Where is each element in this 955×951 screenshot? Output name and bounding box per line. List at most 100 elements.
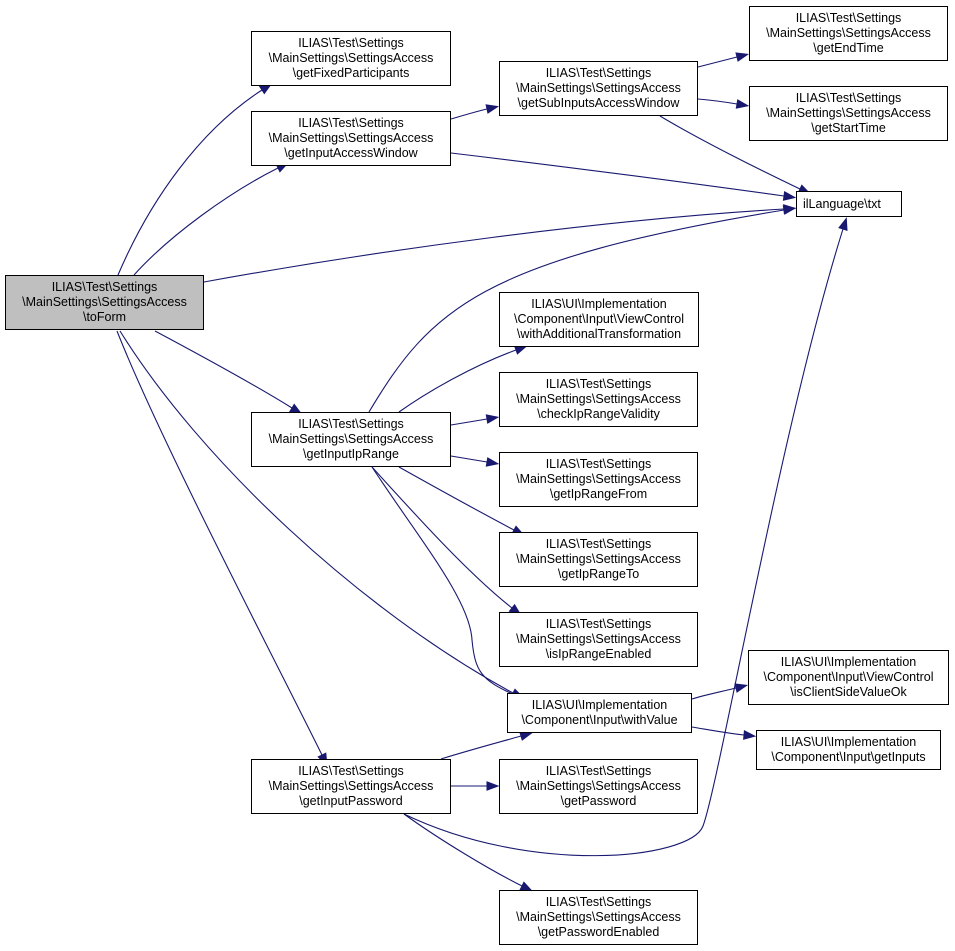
edge-toForm-to-ilLanguageTxt [203,204,797,283]
node-getPasswordEnabled[interactable]: ILIAS\Test\Settings \MainSettings\Settin… [499,890,698,945]
node-label-line: ILIAS\Test\Settings [795,11,902,25]
arrowhead-icon [782,205,797,215]
edge-line [450,152,785,197]
node-label-line: \getIpRangeTo [557,567,640,581]
edge-toForm-to-getInputPassword [116,330,328,767]
node-withValue[interactable]: ILIAS\UI\Implementation \Component\Input… [507,693,692,733]
node-label-line: \Component\Input\getInputs [771,750,926,764]
node-label-line: \MainSettings\SettingsAccess [22,295,187,309]
edge-getInputPassword-to-getPassword [451,781,500,791]
node-label-line: ILIAS\Test\Settings [545,764,652,778]
node-label-line: ILIAS\UI\Implementation [531,698,668,712]
arrowhead-icon [782,191,797,201]
node-label-line: \MainSettings\SettingsAccess [516,779,681,793]
node-label-line: \Component\Input\ViewControl [513,312,684,326]
node-getFixedParticipants[interactable]: ILIAS\Test\Settings \MainSettings\Settin… [251,31,451,86]
node-getInputIpRange[interactable]: ILIAS\Test\Settings \MainSettings\Settin… [251,412,451,467]
arrowhead-icon [735,52,750,62]
node-ilLanguageTxt[interactable]: ilLanguage\txt [796,191,902,217]
node-label-line: \MainSettings\SettingsAccess [516,472,681,486]
node-label-line: \MainSettings\SettingsAccess [268,779,434,793]
node-checkIpRangeValidity[interactable]: ILIAS\Test\Settings \MainSettings\Settin… [499,372,698,427]
node-label-line: \getStartTime [811,121,886,135]
edge-line [117,89,263,276]
node-label-line: ILIAS\Test\Settings [298,764,404,778]
arrowhead-icon [743,730,757,740]
node-label-line: \MainSettings\SettingsAccess [766,106,931,120]
node-withAdditionalTransformation[interactable]: ILIAS\UI\Implementation \Component\Input… [499,292,699,347]
node-label-line: \isIpRangeEnabled [545,647,652,661]
node-isIpRangeEnabled[interactable]: ILIAS\Test\Settings \MainSettings\Settin… [499,612,698,667]
node-label-line: ILIAS\UI\Implementation [780,655,917,669]
node-getStartTime[interactable]: ILIAS\Test\Settings \MainSettings\Settin… [749,86,948,141]
node-label-line: \getInputAccessWindow [284,146,418,160]
arrowhead-icon [485,457,500,467]
arrowhead-icon [734,683,749,693]
node-label-line: \toForm [82,310,127,324]
node-label-line: \MainSettings\SettingsAccess [516,81,681,95]
node-getInputAccessWindow[interactable]: ILIAS\Test\Settings \MainSettings\Settin… [251,111,451,166]
edge-line [659,115,801,190]
node-getInputs[interactable]: ILIAS\UI\Implementation \Component\Input… [756,730,941,770]
edge-getInputAccessWindow-to-ilLanguageTxt [450,152,797,201]
arrowhead-icon [519,731,533,741]
edge-line [368,209,785,413]
edge-toForm-to-getInputAccessWindow [133,162,290,276]
node-label-line: \checkIpRangeValidity [537,407,660,421]
edge-line [691,687,737,700]
edge-getInputIpRange-to-getIpRangeFrom [450,455,500,467]
edge-getSubInputsAccessWindow-to-getStartTime [697,98,750,109]
edge-getInputIpRange-to-ilLanguageTxt [368,205,797,413]
edge-withValue-to-getInputs [691,726,757,740]
edge-line [119,330,514,694]
node-label-line: \getInputPassword [299,794,403,808]
node-label-line: \MainSettings\SettingsAccess [516,632,681,646]
edge-line [440,735,522,760]
edge-getInputAccessWindow-to-getSubInputsAccessWindow [450,104,500,120]
node-getInputPassword[interactable]: ILIAS\Test\Settings \MainSettings\Settin… [251,759,451,814]
edge-getInputPassword-to-ilLanguageTxt [403,217,848,857]
edge-line [403,813,523,887]
edge-line [450,418,488,426]
node-getPassword[interactable]: ILIAS\Test\Settings \MainSettings\Settin… [499,759,698,814]
node-getEndTime[interactable]: ILIAS\Test\Settings \MainSettings\Settin… [749,6,948,61]
edge-line [398,349,517,413]
node-label-line: \MainSettings\SettingsAccess [268,51,434,65]
node-toForm: ILIAS\Test\Settings \MainSettings\Settin… [5,275,204,330]
node-label-line: ILIAS\Test\Settings [545,537,652,551]
node-label-line: ILIAS\Test\Settings [545,457,652,471]
node-isClientSideValueOk[interactable]: ILIAS\UI\Implementation \Component\Input… [748,650,949,705]
edge-toForm-to-withValue [119,330,524,699]
node-label-line: \isClientSideValueOk [790,685,907,699]
edge-line [133,167,279,276]
edge-line [450,108,488,120]
node-label-line: \MainSettings\SettingsAccess [268,432,434,446]
edge-line [691,726,745,736]
node-label-line: \getSubInputsAccessWindow [517,96,680,110]
edge-line [203,208,785,283]
edge-line [371,466,513,609]
node-label-line: \getIpRangeFrom [549,487,648,501]
node-label-line: \getFixedParticipants [292,66,410,80]
node-label-line: \Component\Input\ViewControl [763,670,934,684]
node-getIpRangeTo[interactable]: ILIAS\Test\Settings \MainSettings\Settin… [499,532,698,587]
node-label-line: \MainSettings\SettingsAccess [516,910,681,924]
edge-withValue-to-isClientSideValueOk [691,683,749,700]
node-label-line: \MainSettings\SettingsAccess [268,131,434,145]
edge-line [116,330,323,756]
arrowhead-icon [485,104,500,114]
edge-getInputPassword-to-withValue [440,731,533,760]
node-getIpRangeFrom[interactable]: ILIAS\Test\Settings \MainSettings\Settin… [499,452,698,507]
node-getSubInputsAccessWindow[interactable]: ILIAS\Test\Settings \MainSettings\Settin… [499,61,698,116]
edge-line [450,455,488,463]
node-label-line: ILIAS\UI\Implementation [531,297,667,311]
node-label-line: ILIAS\Test\Settings [795,91,902,105]
edge-toForm-to-getInputIpRange [154,330,303,415]
arrowhead-icon [838,217,848,232]
node-label-line: \getInputIpRange [303,447,399,461]
node-label-line: ilLanguage\txt [803,196,881,211]
node-label-line: \MainSettings\SettingsAccess [516,392,681,406]
node-label-line: \getPasswordEnabled [537,925,660,939]
